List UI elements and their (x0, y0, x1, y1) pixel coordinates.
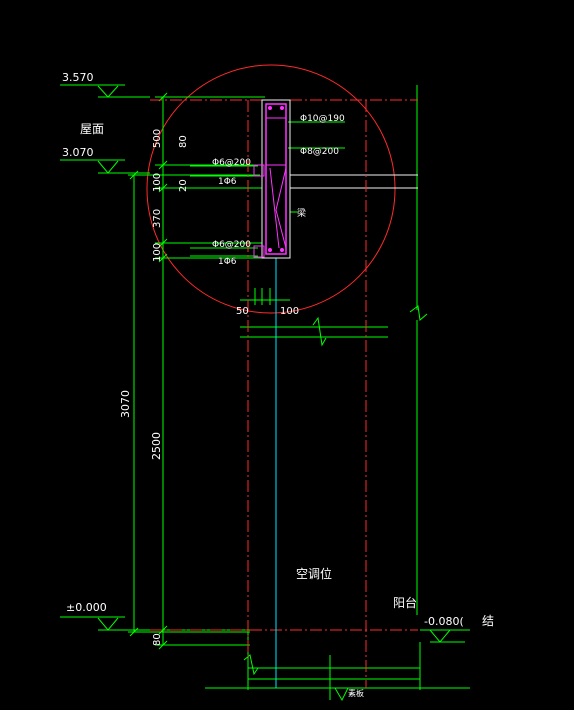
rebar-note-2: Φ8@200 (300, 147, 339, 157)
dim-100-a: 100 (152, 173, 163, 192)
dim-2500: 2500 (150, 432, 163, 460)
dim-500: 500 (152, 129, 163, 148)
break-symbol-lower (243, 654, 259, 676)
dim-3070: 3070 (119, 390, 132, 418)
dim-50: 50 (236, 306, 249, 317)
dim-20: 20 (178, 179, 189, 192)
dim-80-top: 80 (178, 135, 189, 148)
rebar-count-3: 1Φ6 (218, 177, 237, 187)
level-triangle-roof (97, 160, 119, 174)
balcony-label: 阳台 (393, 595, 417, 610)
dim-80-bottom: 80 (152, 633, 163, 646)
level-top-label: 3.570 (62, 71, 94, 84)
bottom-mark-label: 素板 (348, 688, 364, 698)
structure-label: 结 (482, 614, 494, 628)
break-symbol-upper (312, 316, 327, 347)
beam-label: 梁 (297, 207, 306, 219)
dim-100-c: 100 (280, 306, 299, 317)
dim-370: 370 (152, 209, 163, 228)
rebar-note-4: Φ6@200 (212, 240, 251, 250)
rebar-note-1: Φ10@190 (300, 114, 345, 124)
level-roof-label: 3.070 (62, 146, 94, 159)
ac-position-label: 空调位 (296, 566, 332, 581)
level-triangle-ground (97, 617, 119, 631)
rebar-count-4: 1Φ6 (218, 257, 237, 267)
level-ground-label: ±0.000 (66, 601, 107, 614)
roof-floor-label: 屋面 (80, 122, 104, 136)
parapet-section (253, 99, 291, 259)
dim-100-b: 100 (152, 243, 163, 262)
level-balcony-label: -0.080( (424, 615, 464, 628)
level-triangle-top (97, 85, 119, 98)
rebar-note-3: Φ6@200 (212, 158, 251, 168)
detail-circle (146, 64, 396, 314)
level-triangle-balcony (429, 629, 451, 643)
